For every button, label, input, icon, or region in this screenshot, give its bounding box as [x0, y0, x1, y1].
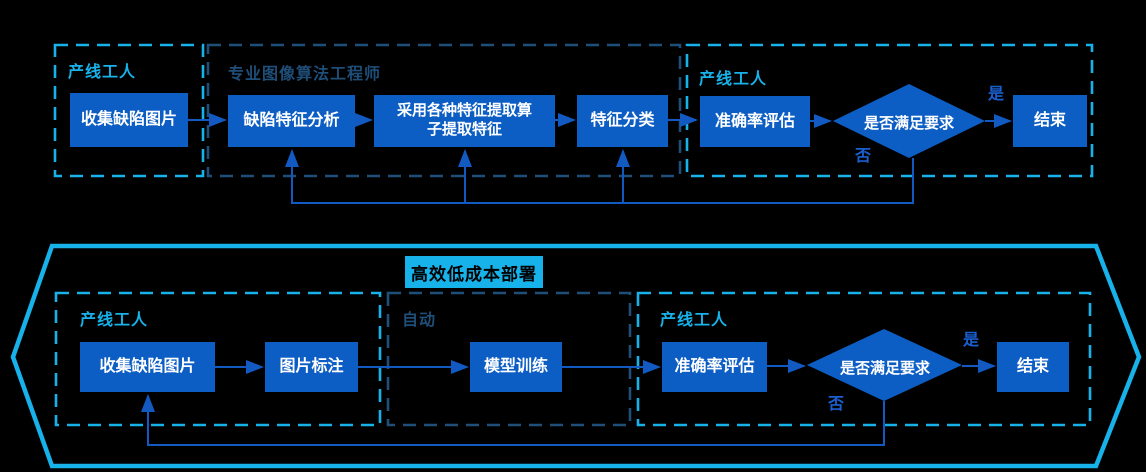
lane-label-bottom-worker-1: 产线工人: [80, 312, 149, 329]
top-no-label: 否: [855, 148, 872, 165]
hexagon-border: [10, 243, 1142, 469]
lane-label-bottom-worker-2: 产线工人: [660, 312, 729, 329]
lane-bottom-auto-border: [386, 291, 632, 427]
lane-top-worker-2-border: [685, 43, 1094, 178]
lane-label-top-worker-1: 产线工人: [68, 64, 137, 81]
top-decision-diamond: [833, 84, 985, 158]
bottom-flow-connectors: [141, 359, 996, 446]
lane-top-engineer-border: [206, 43, 682, 178]
lane-bottom-worker-2-border: [636, 291, 1092, 427]
top-yes-label: 是: [988, 86, 1005, 103]
bottom-decision-label: 是否满足要求: [839, 360, 930, 377]
process-model-training: 模型训练: [470, 342, 562, 392]
top-decision-label: 是否满足要求: [863, 115, 954, 132]
deployment-banner: 高效低成本部署: [405, 256, 543, 288]
top-flow-connectors: [188, 113, 1012, 204]
process-image-annotation: 图片标注: [265, 342, 358, 392]
lane-bottom-worker-1-border: [54, 291, 382, 427]
lane-top-worker-1-border: [53, 43, 205, 178]
lane-label-top-engineer: 专业图像算法工程师: [228, 66, 382, 83]
bottom-no-label: 否: [828, 396, 845, 413]
process-end-bottom: 结束: [997, 342, 1069, 392]
process-collect-defect-images-top: 收集缺陷图片: [70, 93, 188, 147]
process-feature-extraction-operators: 采用各种特征提取算 子提取特征: [374, 95, 555, 147]
bottom-decision-diamond: [807, 329, 962, 401]
process-accuracy-evaluation-top: 准确率评估: [700, 96, 810, 147]
bottom-yes-label: 是: [963, 332, 980, 349]
process-end-top: 结束: [1013, 95, 1087, 147]
process-feature-classification: 特征分类: [577, 95, 668, 147]
lane-label-bottom-auto: 自动: [402, 312, 437, 329]
process-accuracy-evaluation-bottom: 准确率评估: [662, 342, 767, 392]
swimlane-borders: [53, 43, 1094, 427]
lane-label-top-worker-2: 产线工人: [699, 71, 768, 88]
process-collect-defect-images-bottom: 收集缺陷图片: [80, 342, 215, 392]
process-defect-feature-analysis: 缺陷特征分析: [228, 95, 355, 147]
